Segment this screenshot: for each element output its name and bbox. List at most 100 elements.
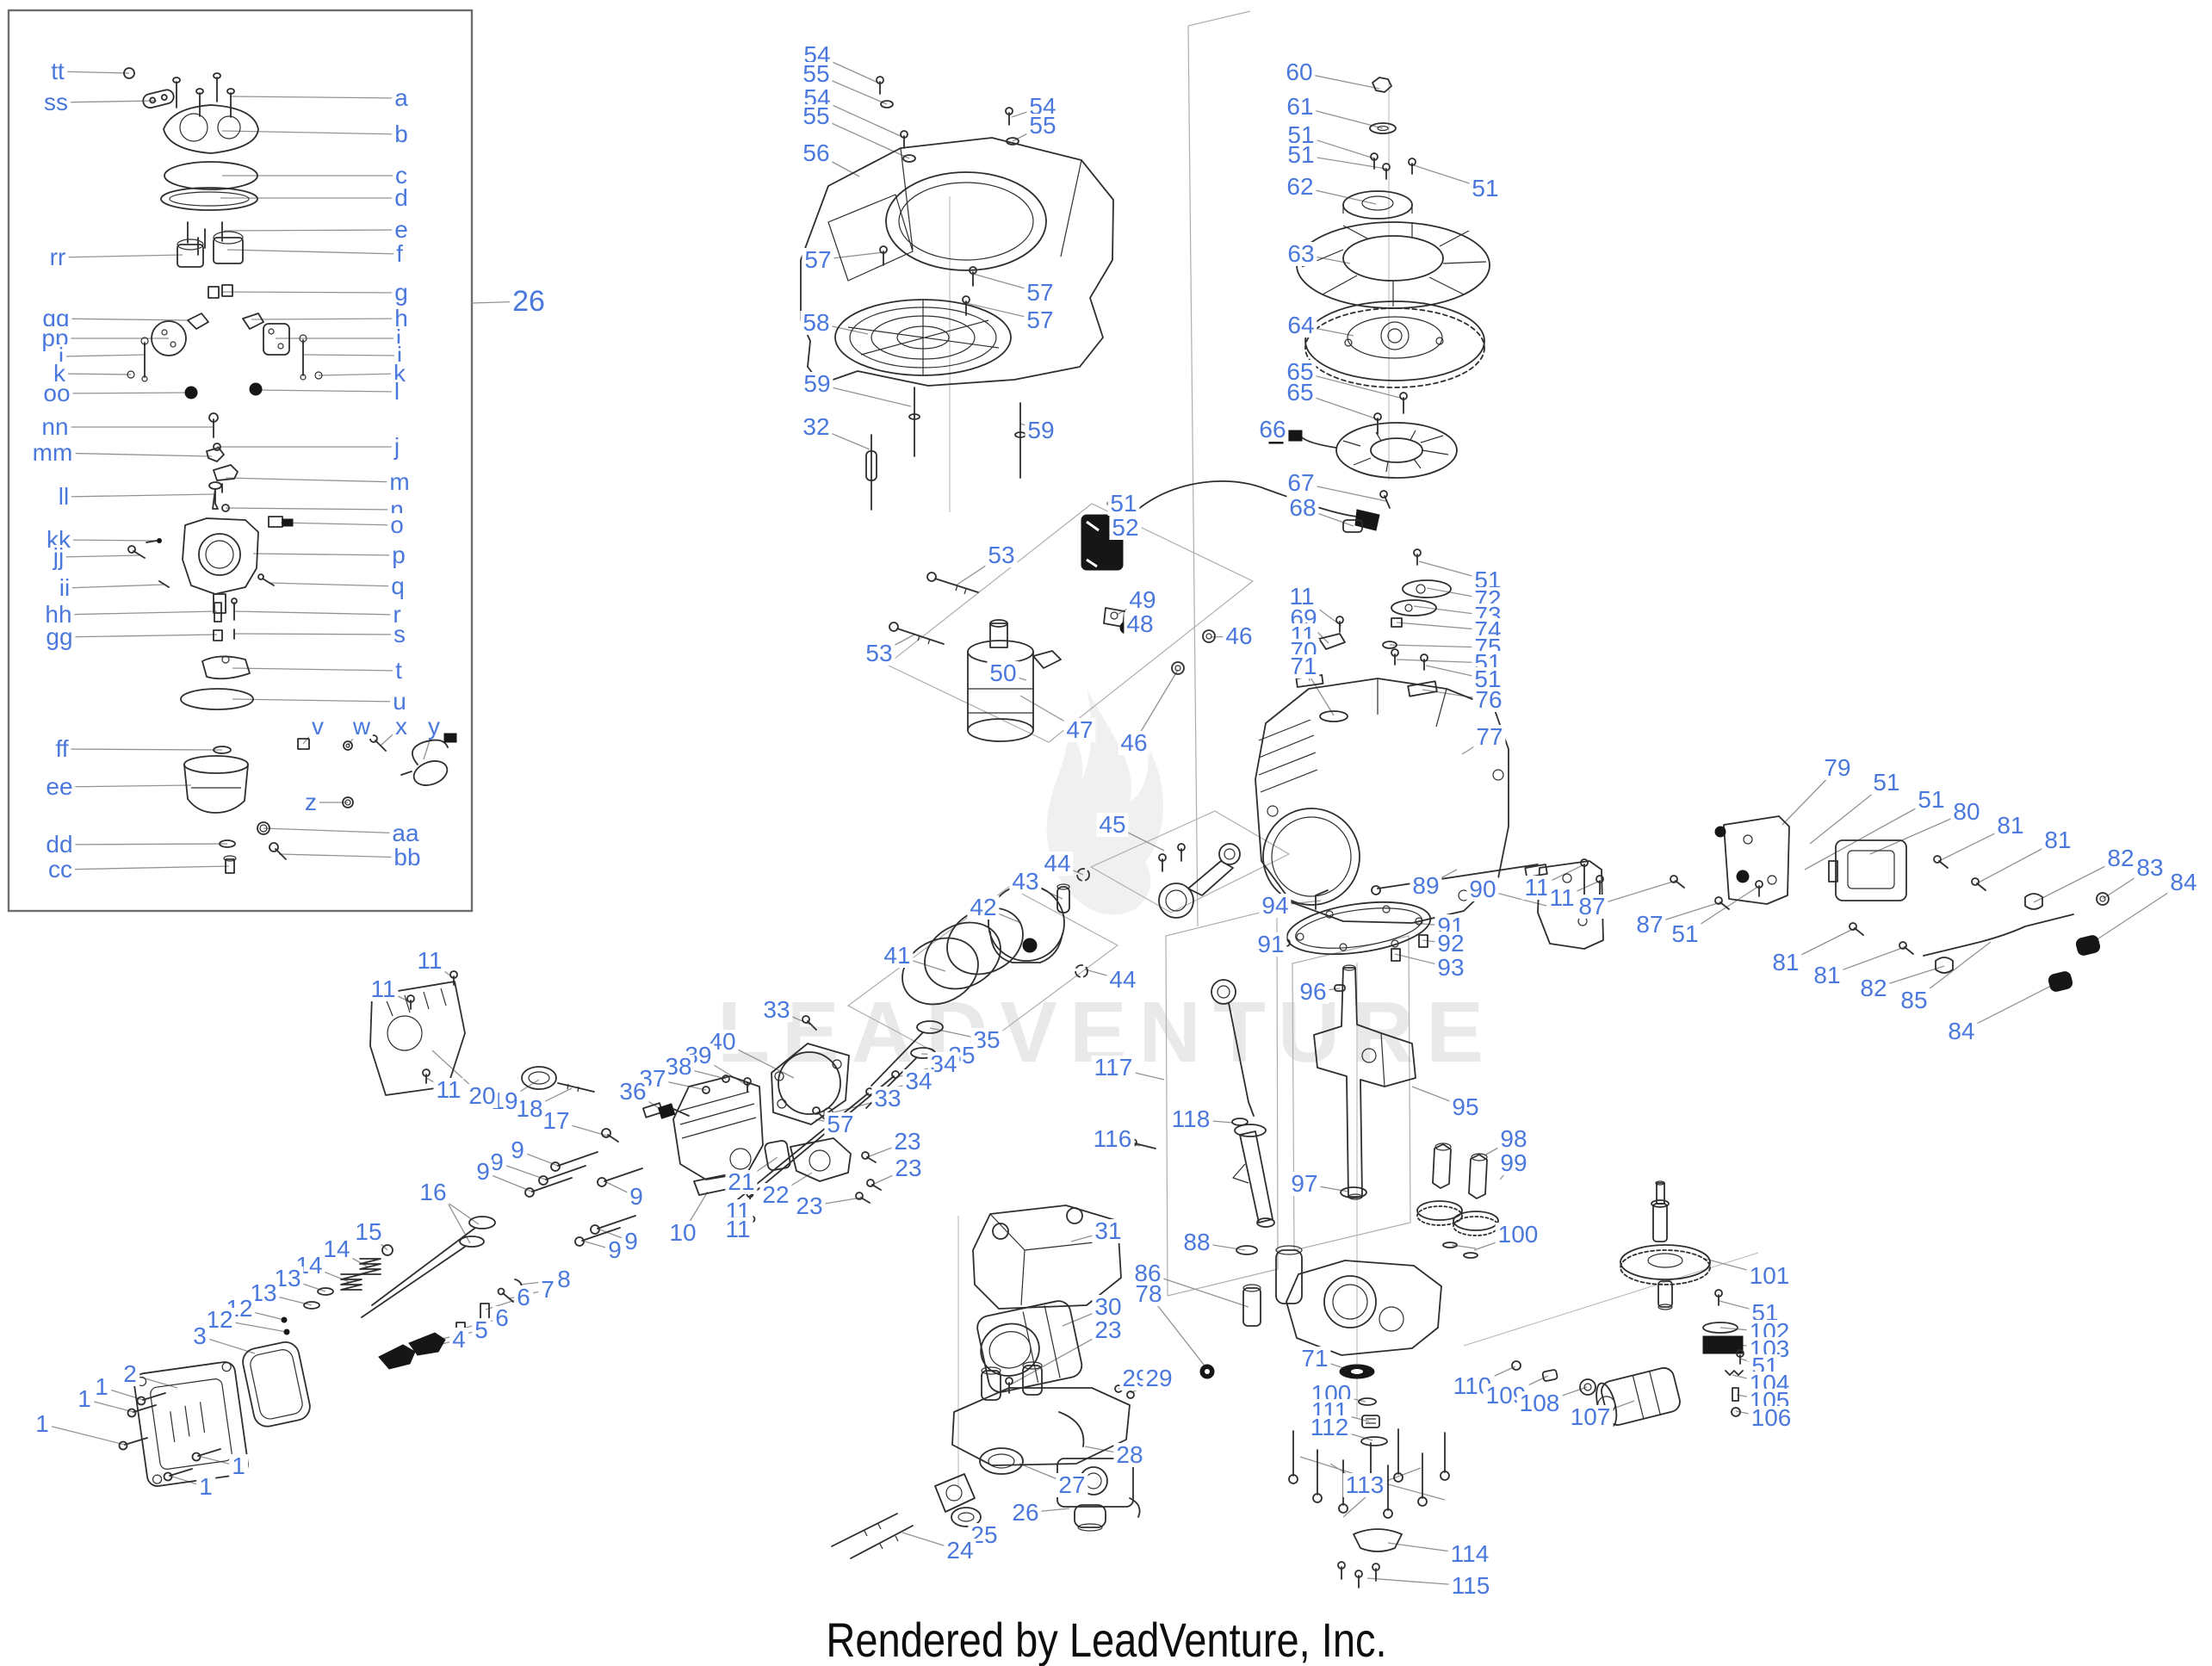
callout-45: 45 <box>1096 813 1129 837</box>
callout-114: 114 <box>1447 1542 1492 1566</box>
inset-gasket-d <box>160 187 258 211</box>
callout-inset-h: h <box>392 307 411 331</box>
callout-4: 4 <box>449 1328 468 1352</box>
inset-pin-ii-screw-q <box>158 573 275 588</box>
key-96 <box>1334 984 1346 992</box>
valves-16-seal-15 <box>361 1216 496 1318</box>
callout-inset-m: m <box>387 470 412 494</box>
inset-seals-oo-l <box>184 382 263 399</box>
leader-line <box>221 291 402 294</box>
governor-linkage-parts-69-76 <box>1295 548 1452 722</box>
inset-float-bowl-ee <box>183 755 249 814</box>
inset-washer-j2 <box>213 443 221 451</box>
callout-47: 47 <box>1063 718 1096 742</box>
callout-82: 82 <box>1857 976 1890 1000</box>
leader-line <box>252 553 400 556</box>
air-cleaner-base-28 <box>951 1361 1131 1466</box>
callout-1: 1 <box>92 1375 111 1399</box>
callout-59: 59 <box>801 372 833 396</box>
crankshaft-95-group <box>1313 964 1416 1200</box>
callout-50: 50 <box>987 661 1019 685</box>
exhaust-gasket-19-studs-17-18 <box>521 1066 619 1143</box>
inset-needle-valve-ll <box>208 481 222 510</box>
leader-line <box>59 373 132 375</box>
leader-line <box>59 784 192 788</box>
callout-86: 86 <box>1131 1261 1164 1285</box>
callout-inset-e: e <box>392 218 411 242</box>
leader-line <box>60 354 146 357</box>
head-bolts-9 <box>524 1151 643 1247</box>
callout-91: 91 <box>1255 932 1287 957</box>
callout-21: 21 <box>725 1170 758 1194</box>
callout-inset-y: y <box>425 715 443 739</box>
callout-87: 87 <box>1576 895 1608 919</box>
callout-inset-bb: bb <box>391 845 424 870</box>
callout-83: 83 <box>2134 856 2166 880</box>
callout-inset-r: r <box>390 603 404 627</box>
leader-line <box>59 865 230 870</box>
callout-65: 65 <box>1284 360 1317 384</box>
callout-107: 107 <box>1567 1405 1614 1429</box>
callout-85: 85 <box>1898 988 1930 1013</box>
callout-55: 55 <box>800 62 833 86</box>
callout-inset-oo: oo <box>40 381 73 406</box>
callout-8: 8 <box>555 1267 573 1291</box>
control-bracket-79 <box>1714 815 1790 905</box>
leader-line <box>55 318 190 321</box>
callout-65: 65 <box>1284 381 1317 405</box>
callout-inset-z: z <box>302 790 319 814</box>
leader-line <box>1133 669 1179 744</box>
baffle-114-bolts-115 <box>1337 1528 1403 1589</box>
inset-gasket-ff <box>213 746 232 754</box>
callout-46: 46 <box>1118 731 1150 755</box>
callout-94: 94 <box>1259 894 1292 918</box>
leader-line <box>55 100 158 103</box>
stator-screws-65 <box>1373 392 1408 435</box>
callout-11: 11 <box>414 949 445 973</box>
callout-inset-p: p <box>389 543 408 567</box>
callout-29: 29 <box>1143 1366 1175 1390</box>
callout-inset-s: s <box>391 622 408 647</box>
cover-screws-87-51 <box>1670 870 1763 910</box>
callout-inset-ff: ff <box>53 737 71 761</box>
callout-57: 57 <box>824 1112 857 1136</box>
leader-line <box>57 254 183 258</box>
callout-53: 53 <box>985 543 1018 567</box>
callout-67: 67 <box>1285 471 1317 495</box>
inset-rocker-supports-rr-f <box>177 231 244 268</box>
leader-line <box>1010 1329 1109 1385</box>
leader-line <box>318 373 400 376</box>
housing-screws-54-55 <box>876 76 1019 163</box>
callout-11: 11 <box>1546 886 1577 910</box>
leader-line <box>225 507 398 511</box>
camshafts-98-99-washers-100 <box>1416 1143 1499 1259</box>
callout-6: 6 <box>493 1306 511 1330</box>
callout-28: 28 <box>1113 1443 1146 1467</box>
inset-bracket-mm <box>206 447 225 462</box>
callout-23: 23 <box>891 1130 924 1154</box>
callout-66: 66 <box>1256 418 1289 442</box>
callout-inset-b: b <box>392 122 411 146</box>
leader-line <box>226 249 400 255</box>
callout-97: 97 <box>1288 1172 1321 1196</box>
callout-23: 23 <box>1092 1318 1125 1342</box>
oil-passage-94 <box>1315 889 1329 910</box>
callout-17: 17 <box>540 1109 573 1133</box>
callout-44: 44 <box>1041 852 1074 876</box>
cylinder-block-77 <box>1255 678 1509 924</box>
callout-inset-l: l <box>391 380 403 404</box>
leader-line <box>278 853 408 858</box>
leader-line <box>302 354 400 356</box>
callout-11: 11 <box>722 1217 753 1242</box>
callout-9: 9 <box>622 1229 641 1254</box>
callout-60: 60 <box>1283 60 1316 84</box>
callout-71: 71 <box>1287 654 1320 678</box>
inset-fuel-fitting-o <box>268 516 294 528</box>
callout-81: 81 <box>1811 963 1843 988</box>
callout-106: 106 <box>1748 1406 1794 1430</box>
callout-61: 61 <box>1284 95 1317 119</box>
callout-inset-j: j <box>391 435 403 459</box>
callout-51: 51 <box>1469 177 1502 201</box>
leader-line <box>1299 371 1404 399</box>
callout-2: 2 <box>121 1362 139 1386</box>
